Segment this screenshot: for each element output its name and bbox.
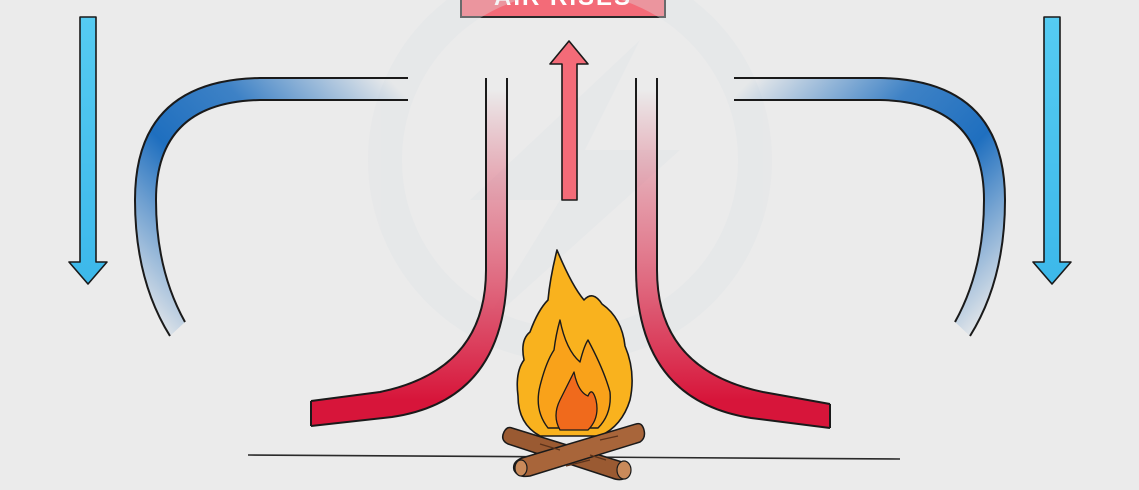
hot-air-current-right [635, 78, 831, 429]
down-arrow-icon [1032, 16, 1072, 285]
air-rises-label: AIR RISES [460, 0, 666, 18]
logs [501, 422, 646, 481]
down-arrow-icon [68, 16, 108, 285]
campfire-icon [501, 249, 646, 481]
cool-air-current-right [734, 77, 1007, 337]
hot-air-current-left [310, 78, 508, 427]
up-arrow-icon [549, 40, 589, 201]
cool-air-current-left [133, 77, 408, 337]
